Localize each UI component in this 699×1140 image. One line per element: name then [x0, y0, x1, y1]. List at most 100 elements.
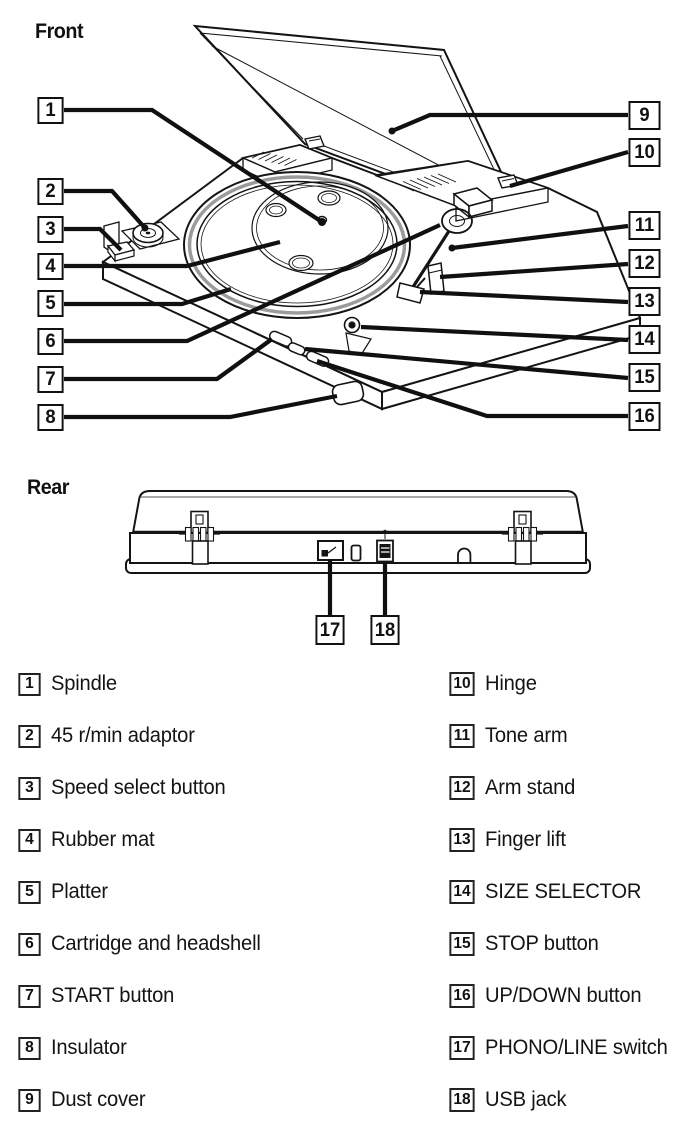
legend-label-insulator: Insulator — [51, 1036, 127, 1059]
legend-item-dust-cover: 9 Dust cover — [18, 1088, 149, 1112]
callout-box-1: 1 — [37, 97, 64, 124]
legend-label-dust-cover: Dust cover — [51, 1088, 146, 1111]
rear-heading: Rear — [27, 476, 70, 499]
callout-box-6: 6 — [37, 328, 64, 355]
legend-label-45-adaptor: 45 r/min adaptor — [51, 724, 195, 747]
legend-item-usb-jack: 18 USB jack — [449, 1088, 570, 1112]
callout-box-14: 14 — [628, 325, 661, 354]
legend-item-stop-button: 15 STOP button — [449, 932, 603, 956]
legend-item-45-adaptor: 2 45 r/min adaptor — [18, 724, 201, 748]
legend-label-finger-lift: Finger lift — [485, 828, 566, 851]
legend-label-cartridge: Cartridge and headshell — [51, 932, 261, 955]
legend-item-insulator: 8 Insulator — [18, 1036, 130, 1060]
callout-box-9: 9 — [628, 101, 661, 130]
legend-item-finger-lift: 13 Finger lift — [449, 828, 569, 852]
legend-item-rubber-mat: 4 Rubber mat — [18, 828, 159, 852]
front-leader-lines — [64, 107, 629, 420]
adaptor-45rpm — [120, 221, 181, 250]
rear-slot — [350, 544, 362, 562]
stop-button — [287, 342, 306, 356]
callout-box-7: 7 — [37, 366, 64, 393]
callout-box-2: 2 — [37, 178, 64, 205]
callout-box-18: 18 — [370, 615, 400, 645]
legend-label-tone-arm: Tone arm — [485, 724, 568, 747]
callout-box-11: 11 — [628, 211, 661, 240]
rear-hinge-left — [179, 510, 220, 565]
rubber-mat — [196, 180, 398, 308]
finger-lift — [416, 277, 426, 288]
legend-item-arm-stand: 12 Arm stand — [449, 776, 579, 800]
legend-num-8: 8 — [18, 1036, 41, 1060]
legend-num-2: 2 — [18, 724, 41, 748]
rear-dust-cover — [131, 490, 585, 534]
callout-box-8: 8 — [37, 404, 64, 431]
legend-num-3: 3 — [18, 776, 41, 800]
arm-pivot-ring — [441, 208, 473, 234]
legend-num-15: 15 — [449, 932, 475, 956]
legend-label-spindle: Spindle — [51, 672, 117, 695]
legend-item-updown-button: 16 UP/DOWN button — [449, 984, 648, 1008]
rear-diagram — [125, 490, 591, 615]
leader-dots — [141, 127, 456, 252]
arm-tube — [411, 230, 451, 288]
legend-num-6: 6 — [18, 932, 41, 956]
legend-label-hinge: Hinge — [485, 672, 537, 695]
headshell-tip — [396, 282, 425, 304]
tonearm — [396, 187, 494, 304]
callout-box-15: 15 — [628, 363, 661, 392]
callout-box-13: 13 — [628, 287, 661, 316]
rear-round-hole — [457, 547, 472, 562]
callout-box-17: 17 — [315, 615, 345, 645]
callout-box-12: 12 — [628, 249, 661, 278]
callout-box-10: 10 — [628, 138, 661, 167]
legend-num-10: 10 — [449, 672, 475, 696]
legend-label-stop-button: STOP button — [485, 932, 599, 955]
arm-stand — [427, 262, 445, 295]
legend-num-14: 14 — [449, 880, 475, 904]
callout-box-4: 4 — [37, 253, 64, 280]
legend-num-12: 12 — [449, 776, 475, 800]
legend-item-hinge: 10 Hinge — [449, 672, 539, 696]
legend-num-17: 17 — [449, 1036, 475, 1060]
legend-item-tone-arm: 11 Tone arm — [449, 724, 571, 748]
left-hinge — [304, 135, 325, 150]
legend-num-5: 5 — [18, 880, 41, 904]
legend-item-cartridge: 6 Cartridge and headshell — [18, 932, 269, 956]
size-selector — [343, 316, 372, 356]
legend-num-4: 4 — [18, 828, 41, 852]
legend-item-size-selector: 14 SIZE SELECTOR — [449, 880, 648, 904]
legend-label-updown-button: UP/DOWN button — [485, 984, 642, 1007]
legend-item-spindle: 1 Spindle — [18, 672, 120, 696]
legend-num-18: 18 — [449, 1088, 475, 1112]
legend-num-7: 7 — [18, 984, 41, 1008]
callout-box-3: 3 — [37, 216, 64, 243]
legend-item-start-button: 7 START button — [18, 984, 179, 1008]
mat-finger-holes — [265, 190, 341, 272]
front-diagram — [64, 24, 642, 420]
legend-label-size-selector: SIZE SELECTOR — [485, 880, 642, 903]
legend-item-speed-select: 3 Speed select button — [18, 776, 233, 800]
legend-item-phono-line-switch: 17 PHONO/LINE switch — [449, 1036, 675, 1060]
phono-line-switch — [317, 540, 344, 561]
callout-box-5: 5 — [37, 290, 64, 317]
legend-num-16: 16 — [449, 984, 475, 1008]
rear-hinge-right — [502, 510, 543, 565]
legend-num-9: 9 — [18, 1088, 41, 1112]
legend-label-rubber-mat: Rubber mat — [51, 828, 155, 851]
legend-label-start-button: START button — [51, 984, 175, 1007]
legend-label-speed-select: Speed select button — [51, 776, 226, 799]
legend-label-phono-line-switch: PHONO/LINE switch — [485, 1036, 668, 1059]
legend-num-13: 13 — [449, 828, 475, 852]
usb-jack — [376, 529, 394, 563]
legend-item-platter: 5 Platter — [18, 880, 110, 904]
legend-label-arm-stand: Arm stand — [485, 776, 576, 799]
legend-num-11: 11 — [449, 724, 475, 748]
rear-leader-lines — [327, 560, 388, 615]
legend-num-1: 1 — [18, 672, 41, 696]
legend-label-platter: Platter — [51, 880, 108, 903]
callout-box-16: 16 — [628, 402, 661, 431]
front-heading: Front — [35, 20, 84, 43]
platter — [183, 171, 411, 319]
